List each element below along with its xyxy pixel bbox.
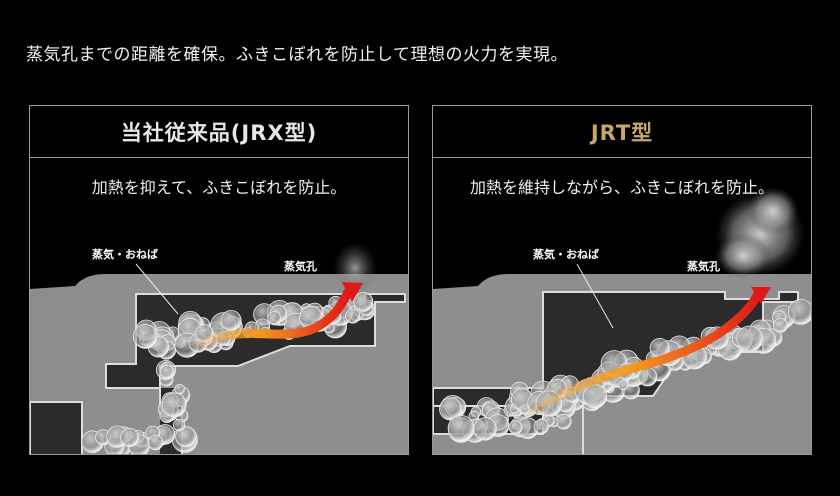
panel-title-jrt: JRT型	[433, 106, 811, 158]
foam-bubble	[533, 418, 549, 435]
foam-bubble	[353, 291, 374, 312]
foam-bubble	[220, 309, 242, 331]
foam-bubble	[132, 324, 158, 349]
page-headline: 蒸気孔までの距離を確保。ふきこぼれを防止して理想の火力を実現。	[26, 45, 568, 65]
jrt-cross-section-diagram	[433, 187, 811, 454]
foam-bubble	[638, 367, 658, 387]
foam-bubble	[172, 418, 186, 432]
label-leader-line	[576, 263, 614, 329]
label-steam-vent: 蒸気孔	[284, 260, 317, 273]
panel-caption-jrt: 加熱を維持しながら、ふきこぼれを防止。	[469, 178, 774, 197]
foam-bubble	[267, 311, 282, 326]
foam-bubble	[175, 426, 197, 448]
foam-bubble	[582, 384, 607, 409]
label-steam-vent: 蒸気孔	[687, 260, 720, 273]
foam-bubble	[788, 299, 811, 325]
down-channel	[30, 401, 83, 454]
foam-bubble	[345, 308, 361, 324]
foam-bubble	[508, 420, 523, 435]
foam-bubble	[174, 383, 185, 395]
panel-conventional: 当社従来品(JRX型) 加熱を抑えて、ふきこぼれを防止。 蒸気・おねば 蒸気孔	[29, 105, 409, 455]
steam-cloud	[333, 242, 377, 294]
label-steam-foam: 蒸気・おねば	[92, 248, 158, 261]
steam-flow-arrow	[523, 289, 763, 419]
foam-bubble	[120, 427, 140, 448]
steam-flow-arrow	[193, 287, 353, 351]
label-leader-line	[135, 263, 179, 315]
panel-title-conventional: 当社従来品(JRX型)	[30, 106, 408, 158]
foam-bubble	[161, 392, 187, 418]
foam-bubble	[736, 325, 763, 353]
foam-bubble	[618, 380, 629, 391]
foam-bubble	[147, 434, 164, 451]
foam-bubble	[447, 414, 475, 442]
arrow-head	[751, 287, 771, 304]
label-steam-foam: 蒸気・おねば	[533, 248, 599, 261]
panel-caption-conventional: 加熱を抑えて、ふきこぼれを防止。	[91, 178, 347, 197]
arrow-head	[342, 282, 363, 302]
conventional-cross-section-diagram	[30, 242, 408, 454]
foam-bubble	[160, 364, 174, 379]
foam-bubble	[773, 317, 788, 333]
foam-bubble	[473, 417, 497, 441]
panel-jrt: JRT型 加熱を維持しながら、ふきこぼれを防止。 蒸気・おねば 蒸気孔	[432, 105, 812, 455]
